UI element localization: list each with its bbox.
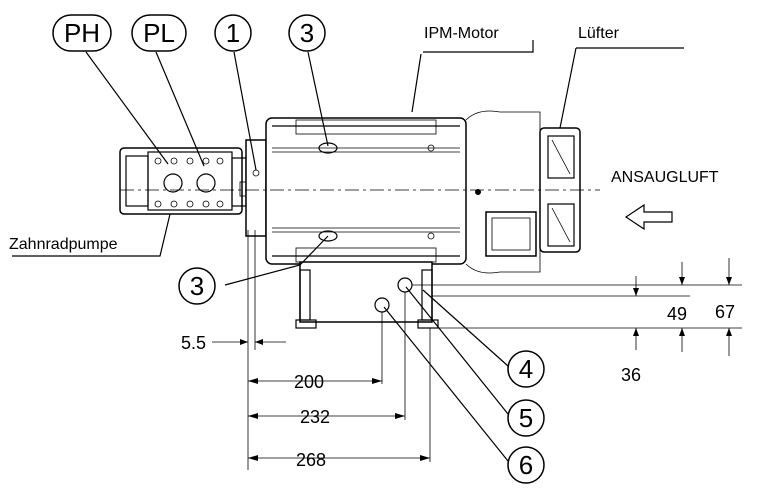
callout-3-top: 3 — [288, 14, 326, 52]
dim-5-5: 5.5 — [181, 333, 206, 353]
dim-67: 67 — [715, 302, 735, 322]
callout-pl-label: PL — [143, 18, 175, 48]
callout-ph-label: PH — [64, 18, 100, 48]
callout-1: 1 — [214, 14, 252, 52]
ipm-motor-label: IPM-Motor — [424, 25, 499, 42]
dimension-lines — [212, 230, 742, 470]
dim-268: 268 — [296, 450, 326, 470]
callout-3-left: 3 — [178, 267, 216, 305]
callout-1-label: 1 — [226, 18, 240, 48]
machine-outline — [119, 110, 600, 329]
callout-5-label: 5 — [519, 403, 533, 433]
terminal-box — [485, 211, 537, 257]
ansaugluft-label: ANSAUGLUFT — [611, 169, 719, 186]
callout-6: 6 — [507, 446, 545, 484]
callout-ph: PH — [52, 14, 112, 52]
dim-232: 232 — [300, 407, 330, 427]
callout-3-top-label: 3 — [300, 18, 314, 48]
callout-6-label: 6 — [519, 450, 533, 480]
airflow-arrow-icon — [624, 203, 673, 231]
gear-pump — [119, 147, 247, 215]
zahnradpumpe-label: Zahnradpumpe — [9, 236, 118, 253]
dim-49: 49 — [667, 304, 687, 324]
callout-3-left-label: 3 — [190, 271, 204, 301]
dim-200: 200 — [294, 372, 324, 392]
callout-pl: PL — [131, 14, 187, 52]
callout-4-label: 4 — [519, 354, 533, 384]
ipm-motor-housing — [265, 110, 541, 274]
motor-base — [295, 261, 439, 329]
dim-36: 36 — [621, 365, 641, 385]
callout-4: 4 — [507, 350, 545, 388]
callout-5: 5 — [507, 399, 545, 437]
luefter-label: Lüfter — [578, 25, 620, 42]
